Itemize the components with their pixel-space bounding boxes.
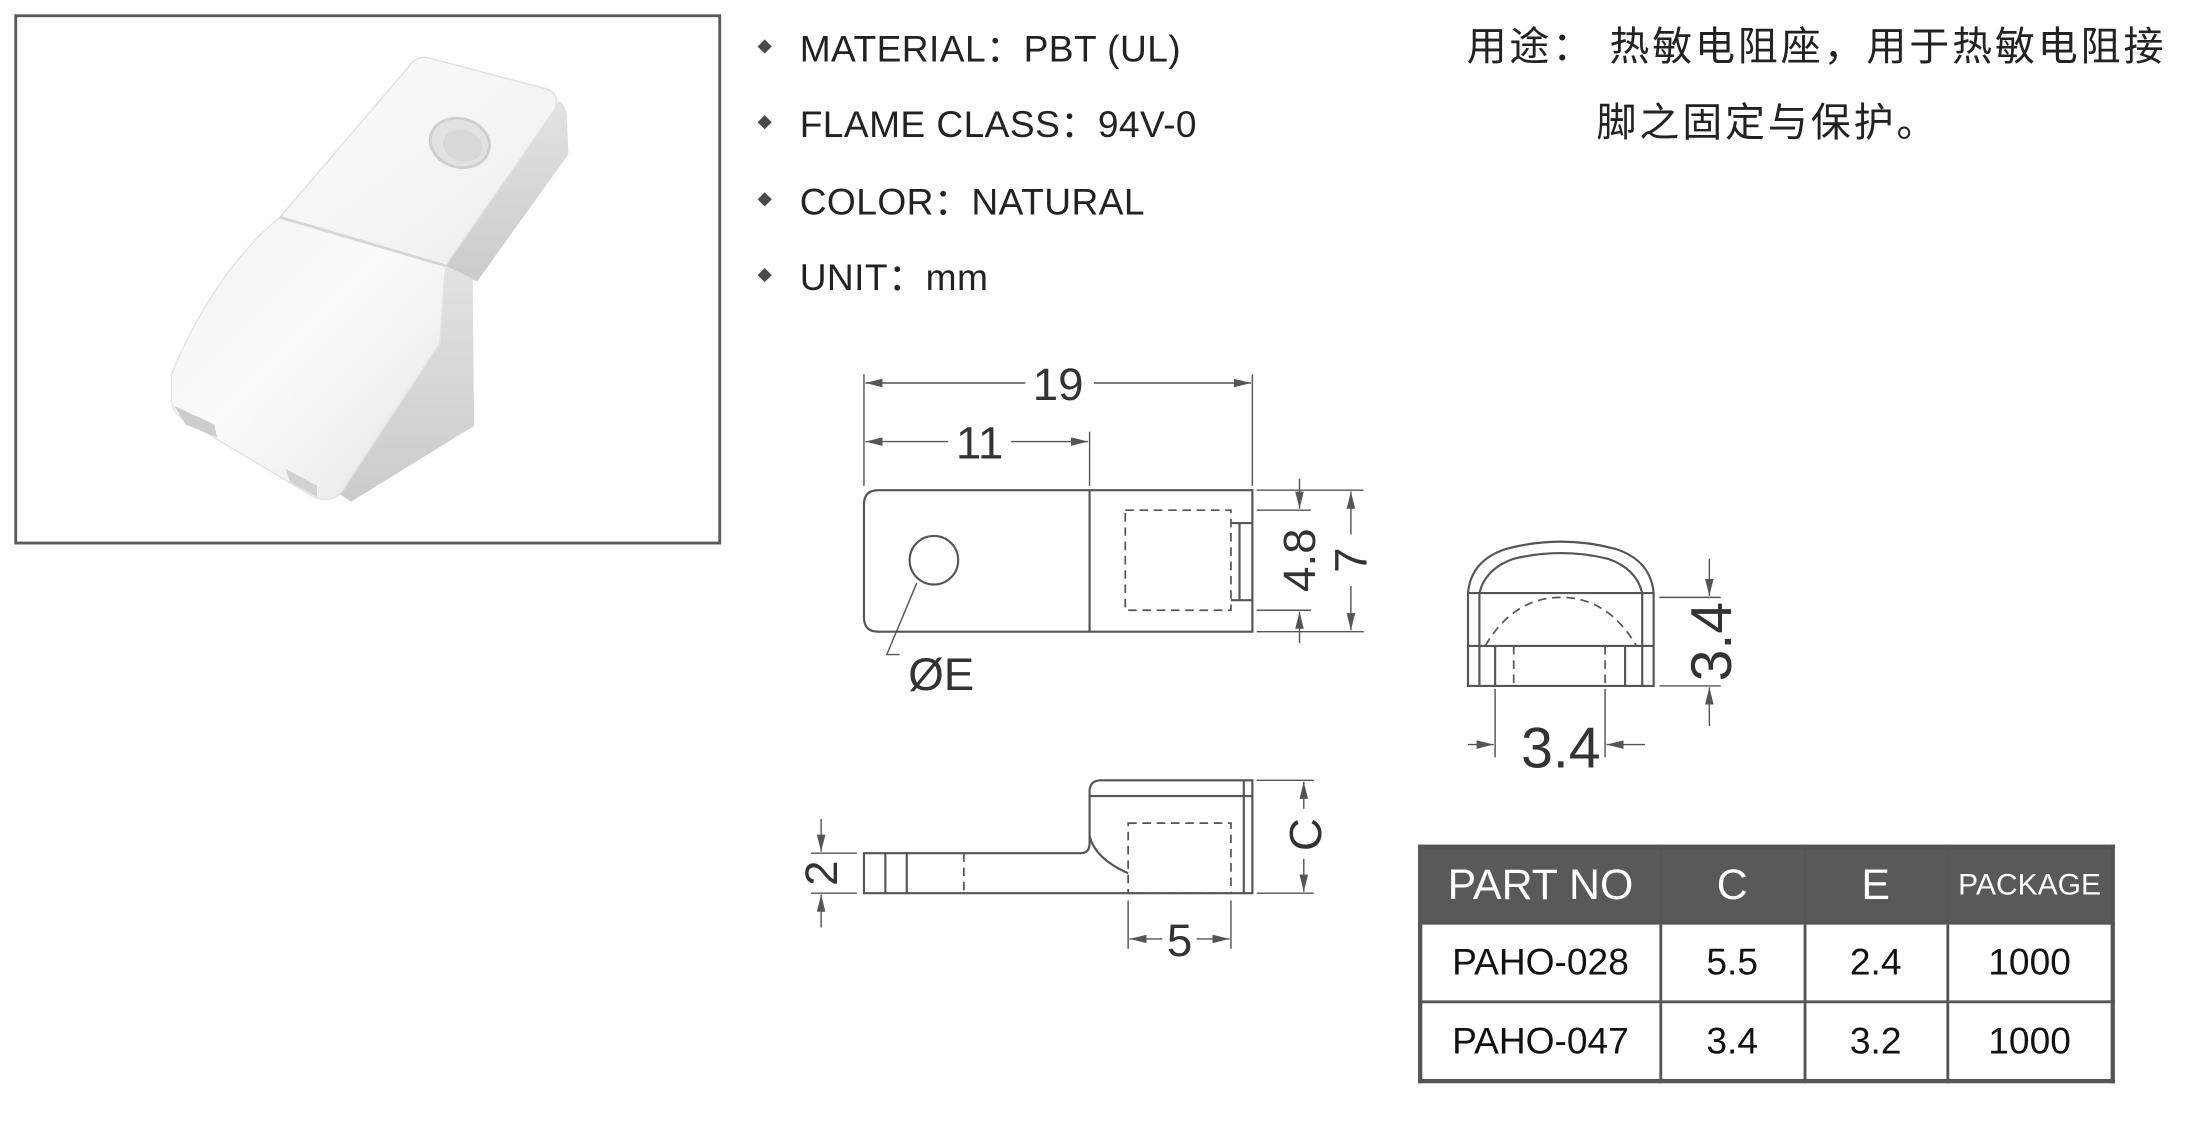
usage-description-line: 脚之固定与保护。: [1596, 98, 1940, 146]
product-photo-frame: [14, 14, 722, 545]
dimension-end-height: 3.4: [1680, 558, 1744, 726]
table-cell-package: 1000: [1945, 921, 2115, 1004]
diamond-bullet-icon: [757, 191, 772, 207]
side-view: C 2 5: [796, 779, 1331, 966]
dimension-end-height-label: 3.4: [1680, 602, 1744, 681]
dimension-hole-offset: 11: [865, 418, 1089, 469]
dimension-width: 7: [1326, 491, 1377, 631]
spec-list: MATERIAL：PBT (UL) FLAME CLASS：94V-0 COLO…: [755, 9, 1197, 314]
photo-block-top-edge: [279, 215, 446, 268]
photo-block-side-face: [339, 265, 475, 502]
hole-diameter-label: ØE: [908, 649, 974, 700]
table-row: PAHO-047 3.4 3.2 1000: [1418, 1000, 2115, 1083]
column-header-e: E: [1802, 845, 1949, 925]
side-view-hidden-cavity: [1127, 822, 1232, 895]
dimension-cavity-width-label: 4.8: [1274, 528, 1325, 592]
part-number-table: PART NO C E PACKAGE PAHO-028 5.5 2.4 100…: [1418, 844, 2115, 1084]
table-cell-c: 5.5: [1658, 921, 1806, 1004]
table-cell-c: 3.4: [1658, 1000, 1806, 1083]
hole-leader-line: [885, 582, 918, 656]
top-view-extension-lines: [863, 374, 1364, 633]
table-cell-package: 1000: [1945, 1000, 2115, 1083]
top-view-hidden-cavity: [1124, 509, 1232, 612]
spec-item-unit: UNIT：mm: [755, 237, 1197, 313]
top-view: 19 11 4.8 7 ØE: [862, 359, 1377, 700]
column-header-c: C: [1658, 845, 1806, 925]
hole-callout: ØE: [885, 582, 974, 700]
column-header-part-no: PART NO: [1418, 845, 1662, 925]
table-cell-e: 3.2: [1802, 1000, 1949, 1083]
diamond-bullet-icon: [757, 268, 772, 283]
mounting-hole: [908, 534, 960, 586]
column-header-package: PACKAGE: [1945, 845, 2115, 925]
spec-text: COLOR：NATURAL: [799, 179, 1145, 223]
dimension-thickness-label: 2: [796, 860, 847, 885]
side-view-outline: [862, 779, 1254, 895]
table-header-row: PART NO C E PACKAGE: [1418, 845, 2115, 925]
table-cell-part-no: PAHO-028: [1418, 921, 1662, 1004]
dimension-length-label: 19: [1033, 359, 1084, 410]
dimension-width-label: 7: [1326, 547, 1377, 572]
usage-label: 用途：: [1466, 22, 1596, 71]
product-photo: [170, 56, 569, 502]
dimension-cavity-length: 5: [1129, 915, 1230, 966]
end-view-outline: [1466, 540, 1655, 688]
spec-text: UNIT：mm: [799, 255, 989, 299]
spec-text: MATERIAL：PBT (UL): [799, 27, 1182, 71]
top-view-slot-lines: [1230, 521, 1253, 602]
diamond-bullet-icon: [757, 39, 772, 54]
photo-block-front-face: [170, 216, 447, 501]
spec-item-flame-class: FLAME CLASS：94V-0: [755, 85, 1197, 161]
dimension-end-width: 3.4: [1468, 716, 1646, 780]
end-view: 3.4 3.4: [1466, 540, 1744, 780]
photo-mounting-hole-inner: [442, 129, 483, 162]
dimension-cavity-width: 4.8: [1274, 478, 1325, 644]
table-cell-part-no: PAHO-047: [1418, 1000, 1662, 1083]
dimension-end-width-label: 3.4: [1521, 716, 1600, 780]
photo-slot-left: [174, 405, 218, 438]
end-view-extension-lines: [1494, 596, 1721, 758]
dimension-height-label: C: [1280, 818, 1331, 851]
end-view-hidden-lines: [1484, 596, 1638, 686]
photo-tab-side-face: [445, 101, 569, 282]
side-view-extension-lines: [811, 779, 1314, 949]
spec-item-material: MATERIAL：PBT (UL): [755, 9, 1197, 85]
dimension-length: 19: [865, 359, 1251, 410]
table-cell-e: 2.4: [1802, 921, 1949, 1004]
dimension-cavity-length-label: 5: [1167, 915, 1192, 966]
table-row: PAHO-028 5.5 2.4 1000: [1418, 921, 2115, 1004]
spec-item-color: COLOR：NATURAL: [755, 161, 1197, 237]
usage-description-line: 热敏电阻座，用于热敏电阻接: [1609, 22, 2167, 71]
side-view-detail-lines: [884, 780, 1253, 894]
dimension-thickness: 2: [796, 818, 847, 928]
spec-text: FLAME CLASS：94V-0: [799, 103, 1197, 147]
dimension-hole-offset-label: 11: [956, 418, 1003, 469]
photo-slot-right: [285, 468, 318, 498]
top-view-outline: [862, 489, 1254, 633]
end-view-inner-arch: [1468, 551, 1654, 686]
dimension-height: C: [1280, 781, 1331, 892]
diamond-bullet-icon: [757, 115, 772, 130]
